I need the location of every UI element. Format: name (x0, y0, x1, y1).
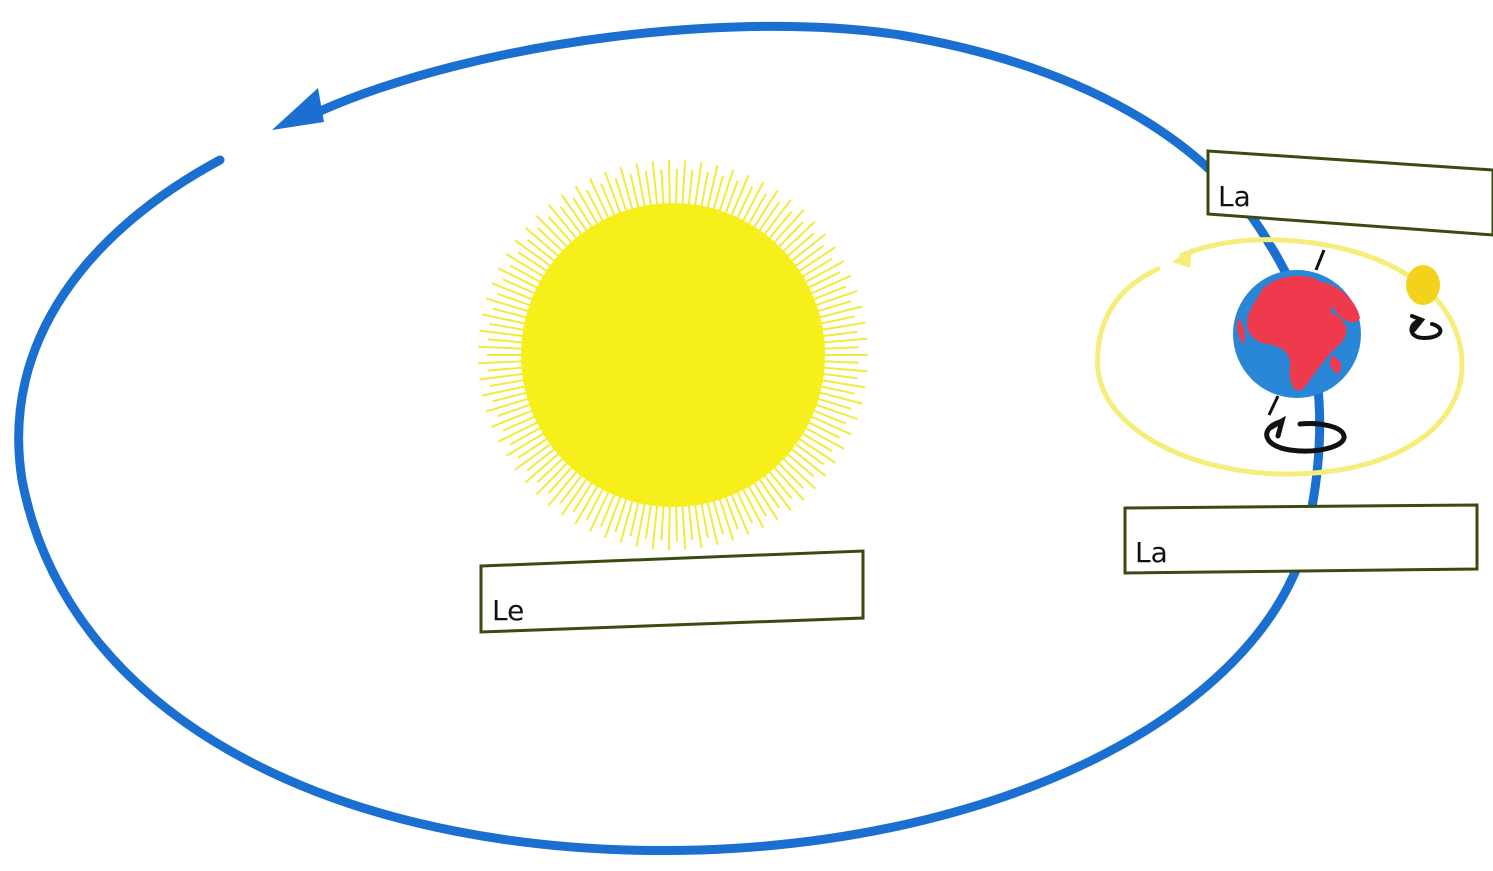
rotation-arrow-icon (1411, 316, 1440, 338)
sun-ray (653, 504, 658, 549)
earth-axis-top (1316, 250, 1324, 270)
sun-ray (605, 496, 621, 538)
arrowhead-icon (272, 88, 324, 130)
sun-ray (676, 505, 677, 541)
sun-label-box[interactable] (481, 551, 863, 632)
sun-ray (669, 160, 670, 205)
sun-ray (801, 259, 832, 278)
sun-ray (478, 361, 523, 363)
moon-orbit-label-text: La (1218, 180, 1251, 213)
sun-ray (488, 368, 524, 371)
sun-ray (820, 316, 855, 324)
earth-orbit-label-text: La (1135, 536, 1168, 569)
sun-ray (820, 386, 855, 394)
sun-ray (490, 380, 525, 386)
sun-ray (492, 410, 534, 427)
sun-ray (480, 331, 525, 337)
sun-ray (823, 368, 868, 372)
sun-ray (815, 404, 858, 419)
rotation-arrow-icon (1267, 421, 1344, 451)
sun-ray (695, 503, 702, 548)
sun-label-text: Le (492, 594, 524, 627)
sun-ray (621, 500, 633, 543)
moon-icon (1406, 265, 1440, 305)
sun-ray (731, 493, 749, 535)
sun-ray (813, 410, 846, 423)
sun-ray (478, 347, 523, 349)
sun-ray (695, 162, 702, 207)
sun-ray (813, 287, 846, 300)
sun-ray (701, 502, 708, 537)
sun-ray (653, 161, 658, 206)
earth-axis-bottom (1269, 396, 1278, 415)
sun-ray (701, 172, 708, 207)
sun-ray (748, 194, 766, 225)
sun-ray (821, 380, 865, 388)
sun-ray (661, 505, 663, 541)
sun-ray (503, 416, 536, 431)
earth-icon (1233, 270, 1361, 398)
sun-ray (676, 169, 677, 205)
sun-ray (748, 485, 766, 516)
sun-ray (815, 291, 858, 306)
sun-ray (737, 491, 752, 524)
sun-ray (822, 332, 858, 337)
sun-ray (605, 172, 621, 214)
sun-ray (587, 488, 604, 520)
sun-ray (492, 283, 534, 300)
sun-ray (682, 505, 685, 550)
sun-ray (480, 374, 525, 380)
sun-ray (661, 169, 663, 205)
sun-ray (807, 272, 839, 288)
sun-icon (521, 203, 825, 507)
sun-ray (719, 170, 733, 213)
sun-ray (510, 265, 542, 282)
sun-ray (601, 493, 615, 526)
sun-ray (801, 433, 832, 452)
sun-ray (822, 374, 858, 379)
sun-ray (821, 323, 865, 331)
sun-ray (587, 190, 604, 222)
sun-ray (823, 361, 859, 363)
sun-ray (719, 498, 733, 541)
sun-ray (601, 184, 615, 217)
sun-ray (669, 505, 670, 550)
sun-ray (490, 324, 525, 330)
sun-ray (807, 422, 839, 438)
sun-ray (510, 427, 542, 444)
arrowhead-icon (1172, 248, 1192, 268)
sun-ray (682, 160, 685, 205)
earth-orbit-label-box[interactable] (1125, 505, 1477, 573)
sun-ray (731, 175, 749, 217)
sun-ray (737, 187, 752, 220)
sun-ray (621, 167, 633, 210)
sun-ray (503, 279, 536, 294)
sun-ray (689, 170, 693, 206)
sun-ray (646, 503, 651, 539)
sun-ray (646, 171, 651, 207)
sun-ray (488, 339, 524, 342)
sun-ray (823, 339, 868, 343)
sun-ray (823, 347, 859, 349)
sun-ray (689, 504, 693, 540)
